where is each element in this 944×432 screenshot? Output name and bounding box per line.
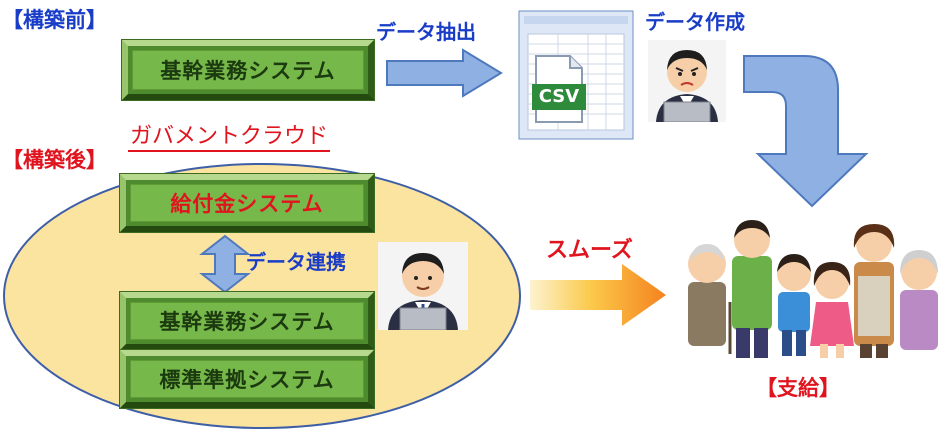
- create-label: データ作成: [645, 10, 745, 34]
- after-core-system-label: 基幹業務システム: [130, 302, 364, 340]
- extract-label: データ抽出: [376, 20, 476, 44]
- citizens-family-illustration: [682, 218, 944, 362]
- data-creator-person-icon: [648, 40, 726, 123]
- down-bend-arrow: [743, 55, 869, 208]
- data-link-label: データ連携: [246, 250, 346, 274]
- government-cloud-label: ガバメントクラウド: [128, 118, 331, 152]
- smooth-arrow: [530, 264, 666, 326]
- benefit-system-label: 給付金システム: [130, 184, 364, 222]
- smooth-label: スムーズ: [546, 238, 633, 263]
- after-core-system-box: 基幹業務システム: [120, 292, 374, 350]
- payment-label: 【支給】: [756, 376, 840, 400]
- operator-person-icon: [378, 242, 468, 331]
- data-link-arrow: [199, 234, 251, 294]
- csv-text: CSV: [538, 86, 580, 107]
- standard-system-label: 標準準拠システム: [130, 360, 364, 398]
- before-core-system-box: 基幹業務システム: [122, 40, 374, 100]
- after-heading: 【構築後】: [2, 148, 107, 172]
- extract-arrow: [386, 48, 503, 98]
- before-core-system-label: 基幹業務システム: [132, 50, 364, 90]
- csv-file-icon: CSV: [518, 10, 634, 140]
- before-heading: 【構築前】: [2, 8, 107, 32]
- benefit-system-box: 給付金システム: [120, 174, 374, 232]
- standard-system-box: 標準準拠システム: [120, 350, 374, 408]
